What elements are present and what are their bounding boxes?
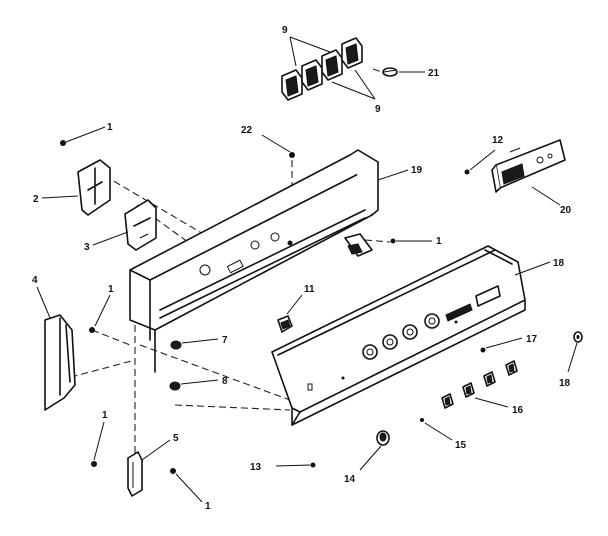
part-14-knob <box>376 430 390 446</box>
label-3: 3 <box>84 242 90 253</box>
backguard-frame-part <box>129 149 379 373</box>
part-1-screw-e <box>390 238 396 244</box>
label-22: 22 <box>241 125 253 136</box>
part-1-screw-c <box>91 461 97 467</box>
label-1-e: 1 <box>436 236 442 247</box>
part-7-grommet <box>170 340 182 350</box>
part-12-screw <box>464 169 470 175</box>
label-7: 7 <box>222 335 228 346</box>
label-1-b: 1 <box>108 284 114 295</box>
label-16: 16 <box>512 405 524 416</box>
label-12: 12 <box>492 135 504 146</box>
control-panel-part <box>271 245 526 426</box>
label-1-c: 1 <box>102 410 108 421</box>
label-15: 15 <box>455 440 467 451</box>
part-11-clip <box>277 315 293 333</box>
label-8: 8 <box>222 376 228 387</box>
part-17-screw <box>480 347 486 353</box>
label-1-a: 1 <box>107 122 113 133</box>
label-5: 5 <box>173 433 179 444</box>
label-1-d: 1 <box>205 501 211 512</box>
label-14: 14 <box>344 474 356 485</box>
part-1-screw-a <box>60 140 66 146</box>
part-18-small-knob <box>573 331 583 343</box>
label-18: 18 <box>553 258 565 269</box>
label-13: 13 <box>250 462 262 473</box>
part-8-grommet <box>169 381 181 391</box>
bracket-part-5 <box>127 451 143 497</box>
part-1-screw-b <box>89 327 95 333</box>
label-2: 2 <box>33 194 39 205</box>
part-13-screw <box>310 462 316 468</box>
bracket-part-2 <box>77 159 111 216</box>
end-cap-part-4 <box>44 314 76 411</box>
label-21: 21 <box>428 68 440 79</box>
label-9-lower: 9 <box>375 104 381 115</box>
label-20: 20 <box>560 205 572 216</box>
label-4: 4 <box>32 275 38 286</box>
timer-plate-part <box>491 139 566 193</box>
part-16-knobs <box>441 360 518 409</box>
part-15-screw <box>420 418 424 422</box>
switch-block-part <box>281 37 363 101</box>
label-11: 11 <box>304 284 315 295</box>
label-18-small: 18 <box>559 378 571 389</box>
label-9-upper: 9 <box>282 25 288 36</box>
label-17: 17 <box>526 334 538 345</box>
bracket-part-3 <box>124 199 157 251</box>
part-22-screw <box>289 152 295 158</box>
label-19: 19 <box>411 165 423 176</box>
part-1-screw-d <box>170 468 176 474</box>
